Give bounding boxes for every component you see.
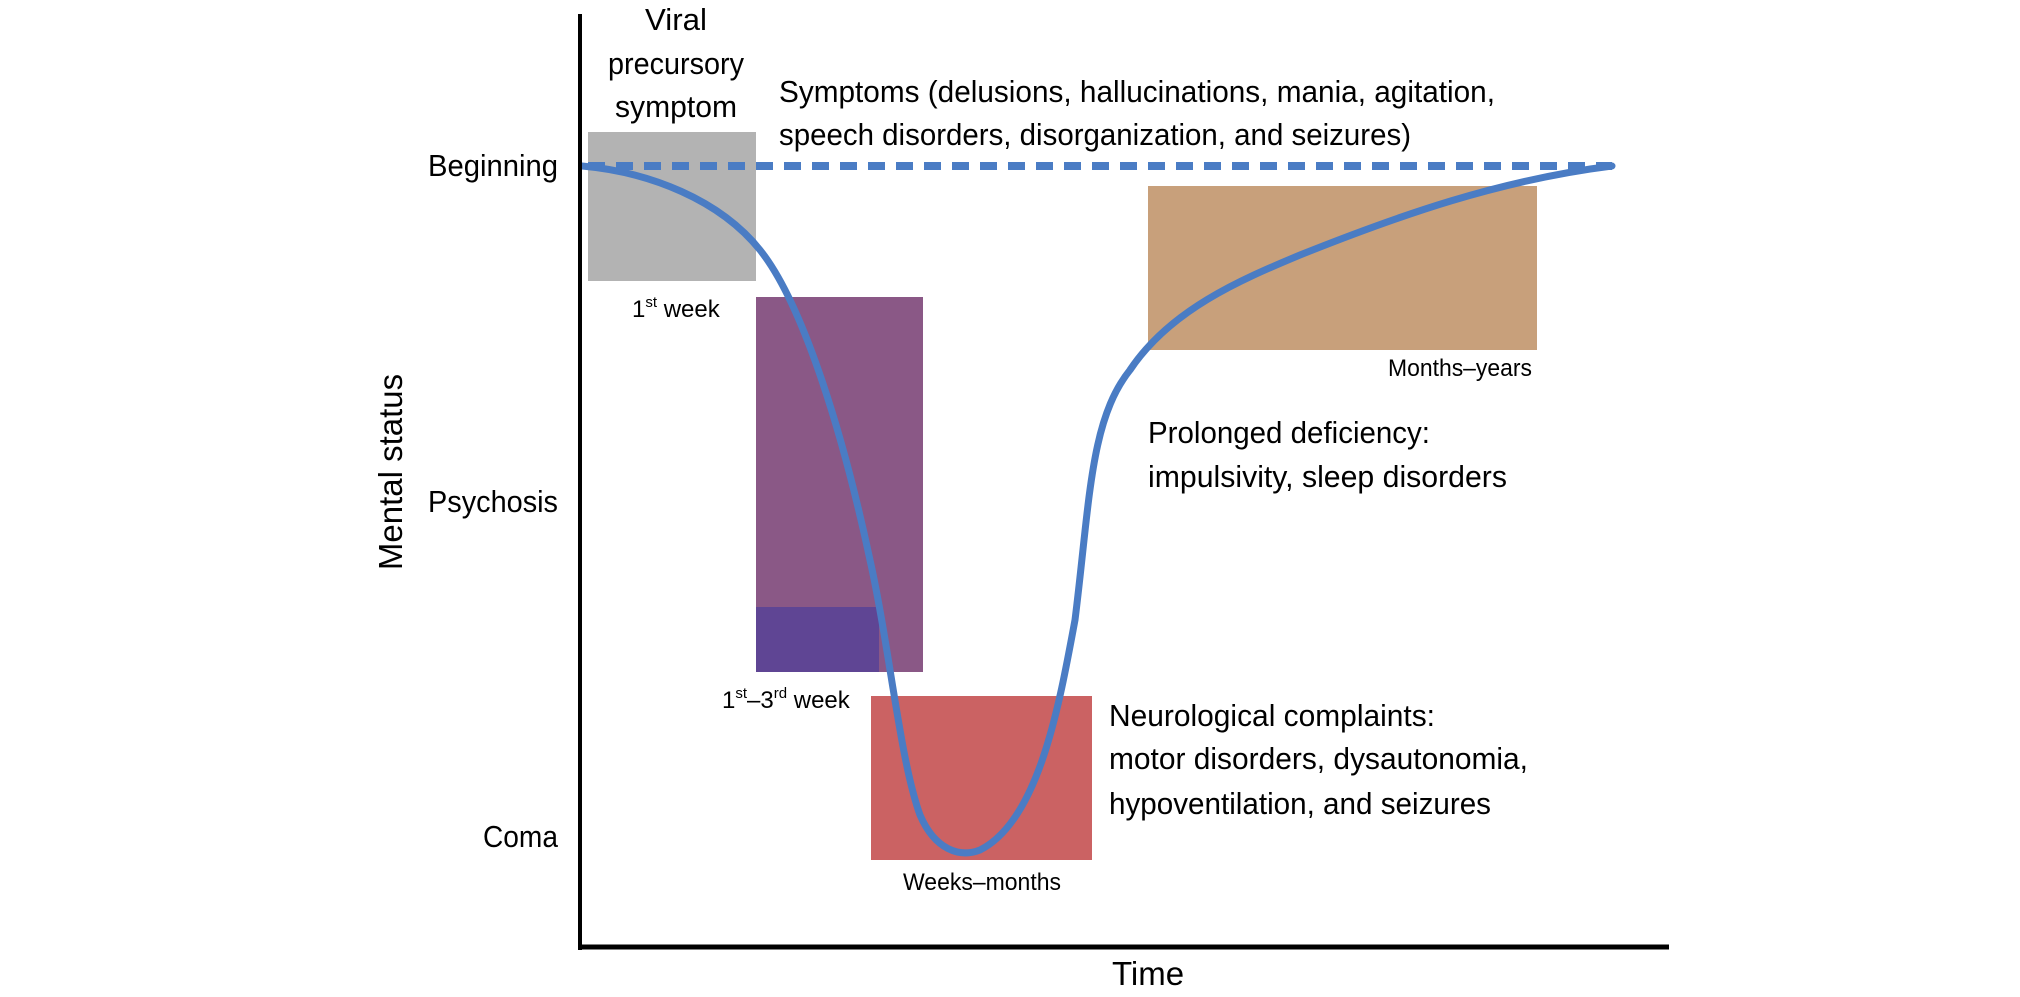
psychiatric-phase-duration: 1st–3rd week	[722, 685, 851, 714]
psych-duration-part-3: –3	[747, 687, 774, 714]
psychiatric-description-line-1: Symptoms (delusions, hallucinations, man…	[779, 74, 1495, 109]
psychiatric-description-line-2: speech disorders, disorganization, and s…	[779, 117, 1411, 152]
x-axis-label: Time	[1112, 955, 1184, 992]
viral-phase-box	[588, 132, 756, 281]
neurological-description-line-2: motor disorders, dysautonomia,	[1109, 741, 1528, 776]
recovery-phase-box	[1148, 186, 1537, 350]
viral-phase-title-line-3: symptom	[615, 89, 737, 124]
viral-phase-title-line-2: precursory	[608, 46, 744, 81]
viral-phase-duration: 1st week	[632, 294, 721, 323]
psych-duration-part-1: 1	[722, 687, 735, 714]
neurological-description-line-1: Neurological complaints:	[1109, 698, 1435, 733]
recovery-description-line-2: impulsivity, sleep disorders	[1148, 459, 1507, 494]
psych-duration-part-4: rd	[774, 685, 787, 702]
psych-duration-part-5: week	[787, 687, 851, 714]
y-level-beginning: Beginning	[428, 148, 558, 183]
y-level-psychosis: Psychosis	[428, 484, 558, 519]
psych-duration-part-2: st	[735, 685, 748, 702]
psychiatric-phase-inner-box	[756, 607, 879, 672]
neurological-description-line-3: hypoventilation, and seizures	[1109, 786, 1491, 821]
recovery-description-line-1: Prolonged deficiency:	[1148, 415, 1430, 450]
y-axis-label: Mental status	[372, 374, 409, 570]
viral-duration-unit: week	[657, 296, 721, 323]
viral-duration-number: 1	[632, 296, 645, 323]
recovery-phase-duration: Months–years	[1388, 355, 1532, 382]
mental-status-curve	[578, 162, 1616, 857]
y-level-coma: Coma	[483, 819, 559, 854]
neurological-phase-box	[871, 696, 1092, 860]
viral-phase-title-line-1: Viral	[645, 2, 707, 37]
neurological-phase-duration: Weeks–months	[903, 869, 1061, 896]
viral-duration-suffix: st	[645, 294, 658, 311]
